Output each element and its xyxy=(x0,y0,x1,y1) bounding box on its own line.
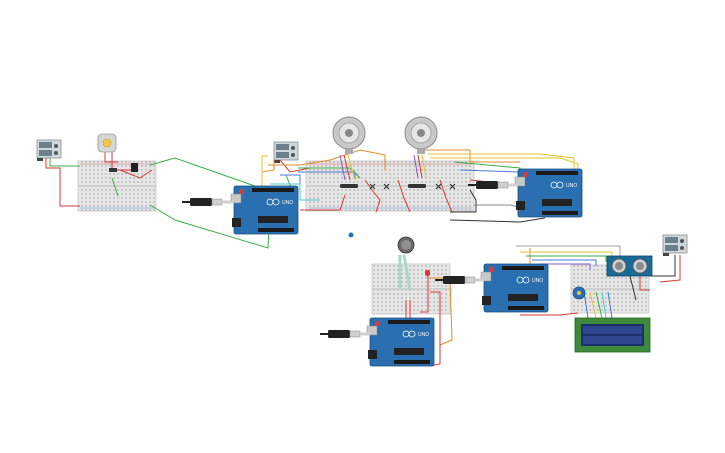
lcd-display-icon[interactable] xyxy=(574,317,651,353)
arduino-brand-label: UNO xyxy=(532,278,543,284)
breadboard-2[interactable] xyxy=(305,160,475,212)
arduino-brand-label: UNO xyxy=(418,332,429,338)
potentiometer-icon[interactable] xyxy=(572,286,586,300)
pushbutton-icon[interactable] xyxy=(369,183,456,190)
usb-cable-icon[interactable] xyxy=(435,276,484,284)
arduino-brand-label: UNO xyxy=(566,183,577,189)
usb-cables xyxy=(182,181,518,338)
arduino-3[interactable]: UNO xyxy=(480,263,549,313)
usb-cable-icon[interactable] xyxy=(182,198,234,206)
arduino-2[interactable]: UNO xyxy=(514,168,583,218)
arduino-boards: UNO UNO UNO UNO xyxy=(230,168,583,367)
dc-motor-icon[interactable] xyxy=(97,133,117,153)
capacitor-icon[interactable] xyxy=(348,232,354,238)
servo-motor-icon[interactable] xyxy=(404,116,438,154)
power-supply-1[interactable] xyxy=(36,139,62,161)
power-supply-3[interactable] xyxy=(662,234,688,256)
usb-cable-icon[interactable] xyxy=(320,330,370,338)
resistor-icon[interactable] xyxy=(340,184,426,188)
force-sensor-icon[interactable] xyxy=(397,236,415,254)
ultrasonic-sensor-icon[interactable] xyxy=(606,255,653,277)
led-icon[interactable] xyxy=(425,270,430,276)
arduino-4[interactable]: UNO xyxy=(366,317,435,367)
power-supply-2[interactable] xyxy=(273,141,299,163)
usb-cable-icon[interactable] xyxy=(468,181,518,189)
diode-icon[interactable] xyxy=(109,168,117,172)
transistor-icon[interactable] xyxy=(131,163,138,172)
arduino-1[interactable]: UNO xyxy=(230,185,299,235)
arduino-brand-label: UNO xyxy=(282,200,293,206)
servo-motor-icon[interactable] xyxy=(332,116,366,154)
